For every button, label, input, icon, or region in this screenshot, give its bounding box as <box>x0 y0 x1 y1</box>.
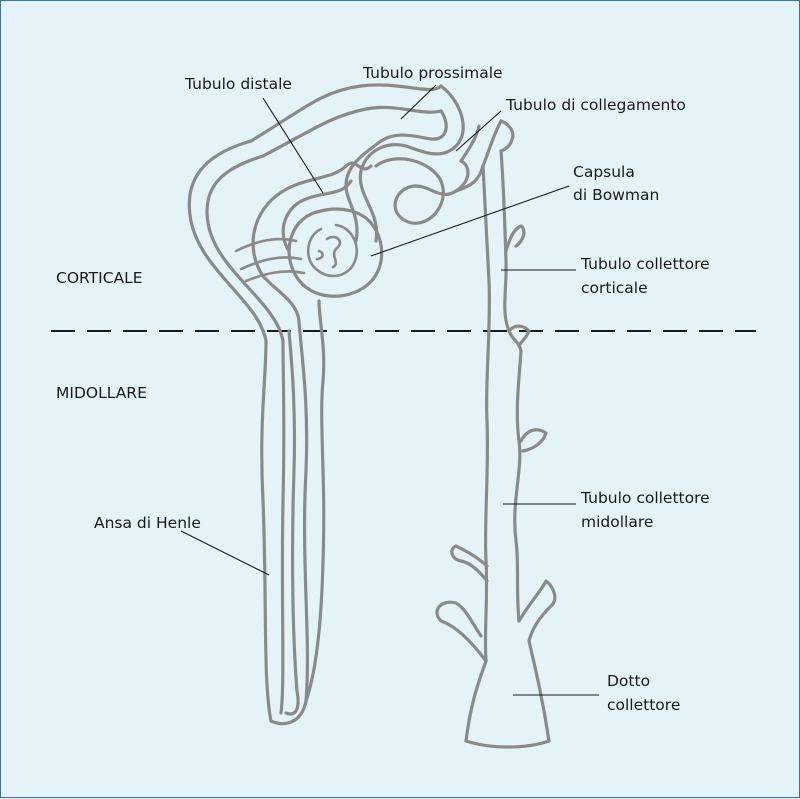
papillary-duct-right-wall <box>527 639 551 743</box>
leader-bowman-capsule <box>370 185 570 257</box>
medullary-branch-2 <box>450 544 489 583</box>
collecting-duct-left-wall <box>481 164 492 663</box>
bowman-capsule-outer <box>287 207 384 298</box>
loop-of-henle-outer-wall <box>187 83 443 723</box>
distal-limb-outer-wall <box>304 299 326 703</box>
label-connecting-tubule: Tubulo di collegamento <box>505 96 686 114</box>
leader-loop-of-henle <box>180 530 270 576</box>
connecting-tubule-cap <box>499 119 515 153</box>
medullary-branch-4 <box>435 600 488 663</box>
label-duct-line2: collettore <box>607 696 680 714</box>
medullary-branch-1 <box>519 428 548 453</box>
cortical-branch-1 <box>504 224 526 253</box>
glomerulus-coil <box>315 235 342 269</box>
loop-ascending-inner-wall <box>284 329 300 716</box>
efferent-arteriole <box>239 256 303 271</box>
medullary-branch-3 <box>517 579 557 643</box>
proximal-tubule-wall-a <box>358 84 465 243</box>
label-capsule-line1: Capsula <box>573 163 635 181</box>
distal-coil-wall <box>374 157 470 225</box>
label-loop-of-henle: Ansa di Henle <box>94 514 201 532</box>
connecting-tubule-wall-b <box>459 124 481 163</box>
distal-tubule-wall-a <box>251 161 373 278</box>
label-medullary-cd-line1: Tubulo collettore <box>580 489 710 507</box>
leader-distal-tubule <box>262 97 324 194</box>
label-duct-line1: Dotto <box>607 672 650 690</box>
loop-ascending-outer-wall <box>261 274 310 726</box>
loop-of-henle-inner-wall <box>205 105 443 715</box>
label-distal-tubule: Tubulo distale <box>184 75 292 93</box>
label-cortical-cd-line1: Tubulo collettore <box>580 255 710 273</box>
label-medullary-cd-line2: midollare <box>581 513 653 531</box>
leader-proximal-tubule <box>400 84 437 120</box>
papillary-duct-left-wall <box>464 659 488 743</box>
label-proximal-tubule: Tubulo prossimale <box>362 64 503 82</box>
cortical-branch-2 <box>507 324 531 348</box>
distal-tubule-wall-b <box>281 179 353 253</box>
collecting-duct-right-wall <box>499 149 523 623</box>
nephron <box>187 83 557 749</box>
bowman-capsule-inner <box>307 223 358 278</box>
label-capsule-line2: di Bowman <box>573 186 659 204</box>
zone-label-medulla: MIDOLLARE <box>56 384 147 402</box>
proximal-tubule-wall-b <box>344 109 448 243</box>
zone-label-cortex: CORTICALE <box>56 269 143 287</box>
papillary-duct-bottom <box>464 739 551 749</box>
leader-lines <box>180 84 599 696</box>
arteriole-extra <box>244 270 306 283</box>
afferent-arteriole <box>234 237 298 253</box>
leader-connecting-tubule <box>455 110 502 152</box>
label-cortical-cd-line2: corticale <box>581 279 648 297</box>
